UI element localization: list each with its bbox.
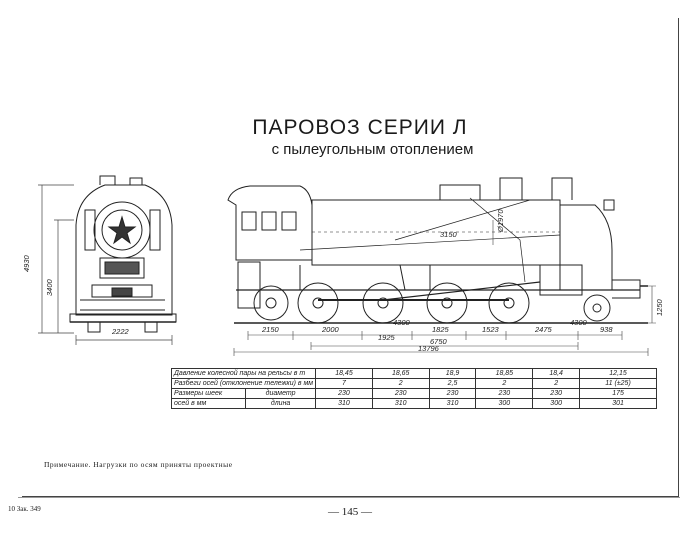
table-cell: 300: [532, 398, 581, 409]
total-length-dim: 13796: [418, 344, 439, 353]
table-cell: 18,4: [532, 368, 581, 379]
row-label: Разбеги осей (отклонение тележки) в мм: [170, 378, 317, 389]
axle-spacing-1: 2150: [262, 325, 279, 334]
axle-spacing-4: 1825: [432, 325, 449, 334]
axle-load-table: Давление колесной пары на рельсы в т 18,…: [170, 368, 657, 409]
table-cell: 310: [315, 398, 373, 409]
table-cell: 230: [371, 388, 430, 399]
side-view: [227, 177, 648, 324]
table-cell: 230: [475, 388, 534, 399]
row-sublabel: длина: [245, 398, 317, 409]
table-cell: 11 (±25): [579, 378, 657, 389]
side-top-dim-2: Ø1970: [496, 209, 505, 232]
table-cell: 300: [475, 398, 534, 409]
row-label: осей в мм: [170, 398, 247, 409]
table-cell: 18,45: [315, 368, 373, 379]
table-cell: 18,65: [371, 368, 430, 379]
row-sublabel: диаметр: [245, 388, 317, 399]
footer-print-mark: 10 Зак. 349: [8, 505, 41, 513]
page-number: — 145 —: [328, 506, 372, 518]
axle-spacing-5: 1523: [482, 325, 499, 334]
table-cell: 230: [315, 388, 373, 399]
table-cell: 2: [371, 378, 430, 389]
axle-spacing-2: 2000: [322, 325, 339, 334]
table-cell: 18,85: [475, 368, 534, 379]
table-cell: 2: [532, 378, 581, 389]
axle-spacing-7: 938: [600, 325, 613, 334]
table-row: Разбеги осей (отклонение тележки) в мм 7…: [170, 378, 657, 389]
table-row: Давление колесной пары на рельсы в т 18,…: [170, 368, 657, 379]
page-frame-bottom: [18, 497, 680, 498]
page-title: ПАРОВОЗ СЕРИИ Л: [252, 116, 468, 139]
side-top-dim-1: 3150: [440, 230, 457, 239]
table-cell: 310: [371, 398, 430, 409]
table-cell: 230: [532, 388, 581, 399]
wheelbase-dim: 6750: [430, 337, 447, 346]
table-cell: 18,9: [428, 368, 477, 379]
table-cell: 2: [475, 378, 534, 389]
table-cell: 175: [579, 388, 657, 399]
row-label: Давление колесной пары на рельсы в т: [170, 368, 317, 379]
page-frame: [22, 18, 679, 497]
front-width-dim: 2222: [112, 327, 129, 336]
table-cell: 301: [579, 398, 657, 409]
table-cell: 310: [428, 398, 477, 409]
row-label: Размеры шеек: [170, 388, 247, 399]
page-subtitle: с пылеугольным отоплением: [271, 141, 474, 158]
sub-small-dim-2: 4300: [570, 318, 587, 327]
table-cell: 2,5: [428, 378, 477, 389]
table-cell: 12,15: [579, 368, 657, 379]
front-view: [69, 175, 177, 333]
table-cell: 7: [315, 378, 373, 389]
load-note: Примечание. Нагрузки по осям приняты про…: [44, 460, 233, 469]
axle-spacing-3: 1925: [378, 333, 395, 342]
sub-small-dim-1: 4300: [393, 318, 410, 327]
table-row: осей в мм длина 310 310 310 300 300 301: [170, 398, 657, 409]
rail-height-dim: 1250: [655, 299, 664, 316]
front-height-boiler-dim: 3400: [45, 279, 54, 296]
axle-spacing-6: 2475: [535, 325, 552, 334]
table-cell: 230: [428, 388, 477, 399]
front-height-total-dim: 4930: [22, 255, 31, 272]
table-row: Размеры шеек диаметр 230 230 230 230 230…: [170, 388, 657, 399]
